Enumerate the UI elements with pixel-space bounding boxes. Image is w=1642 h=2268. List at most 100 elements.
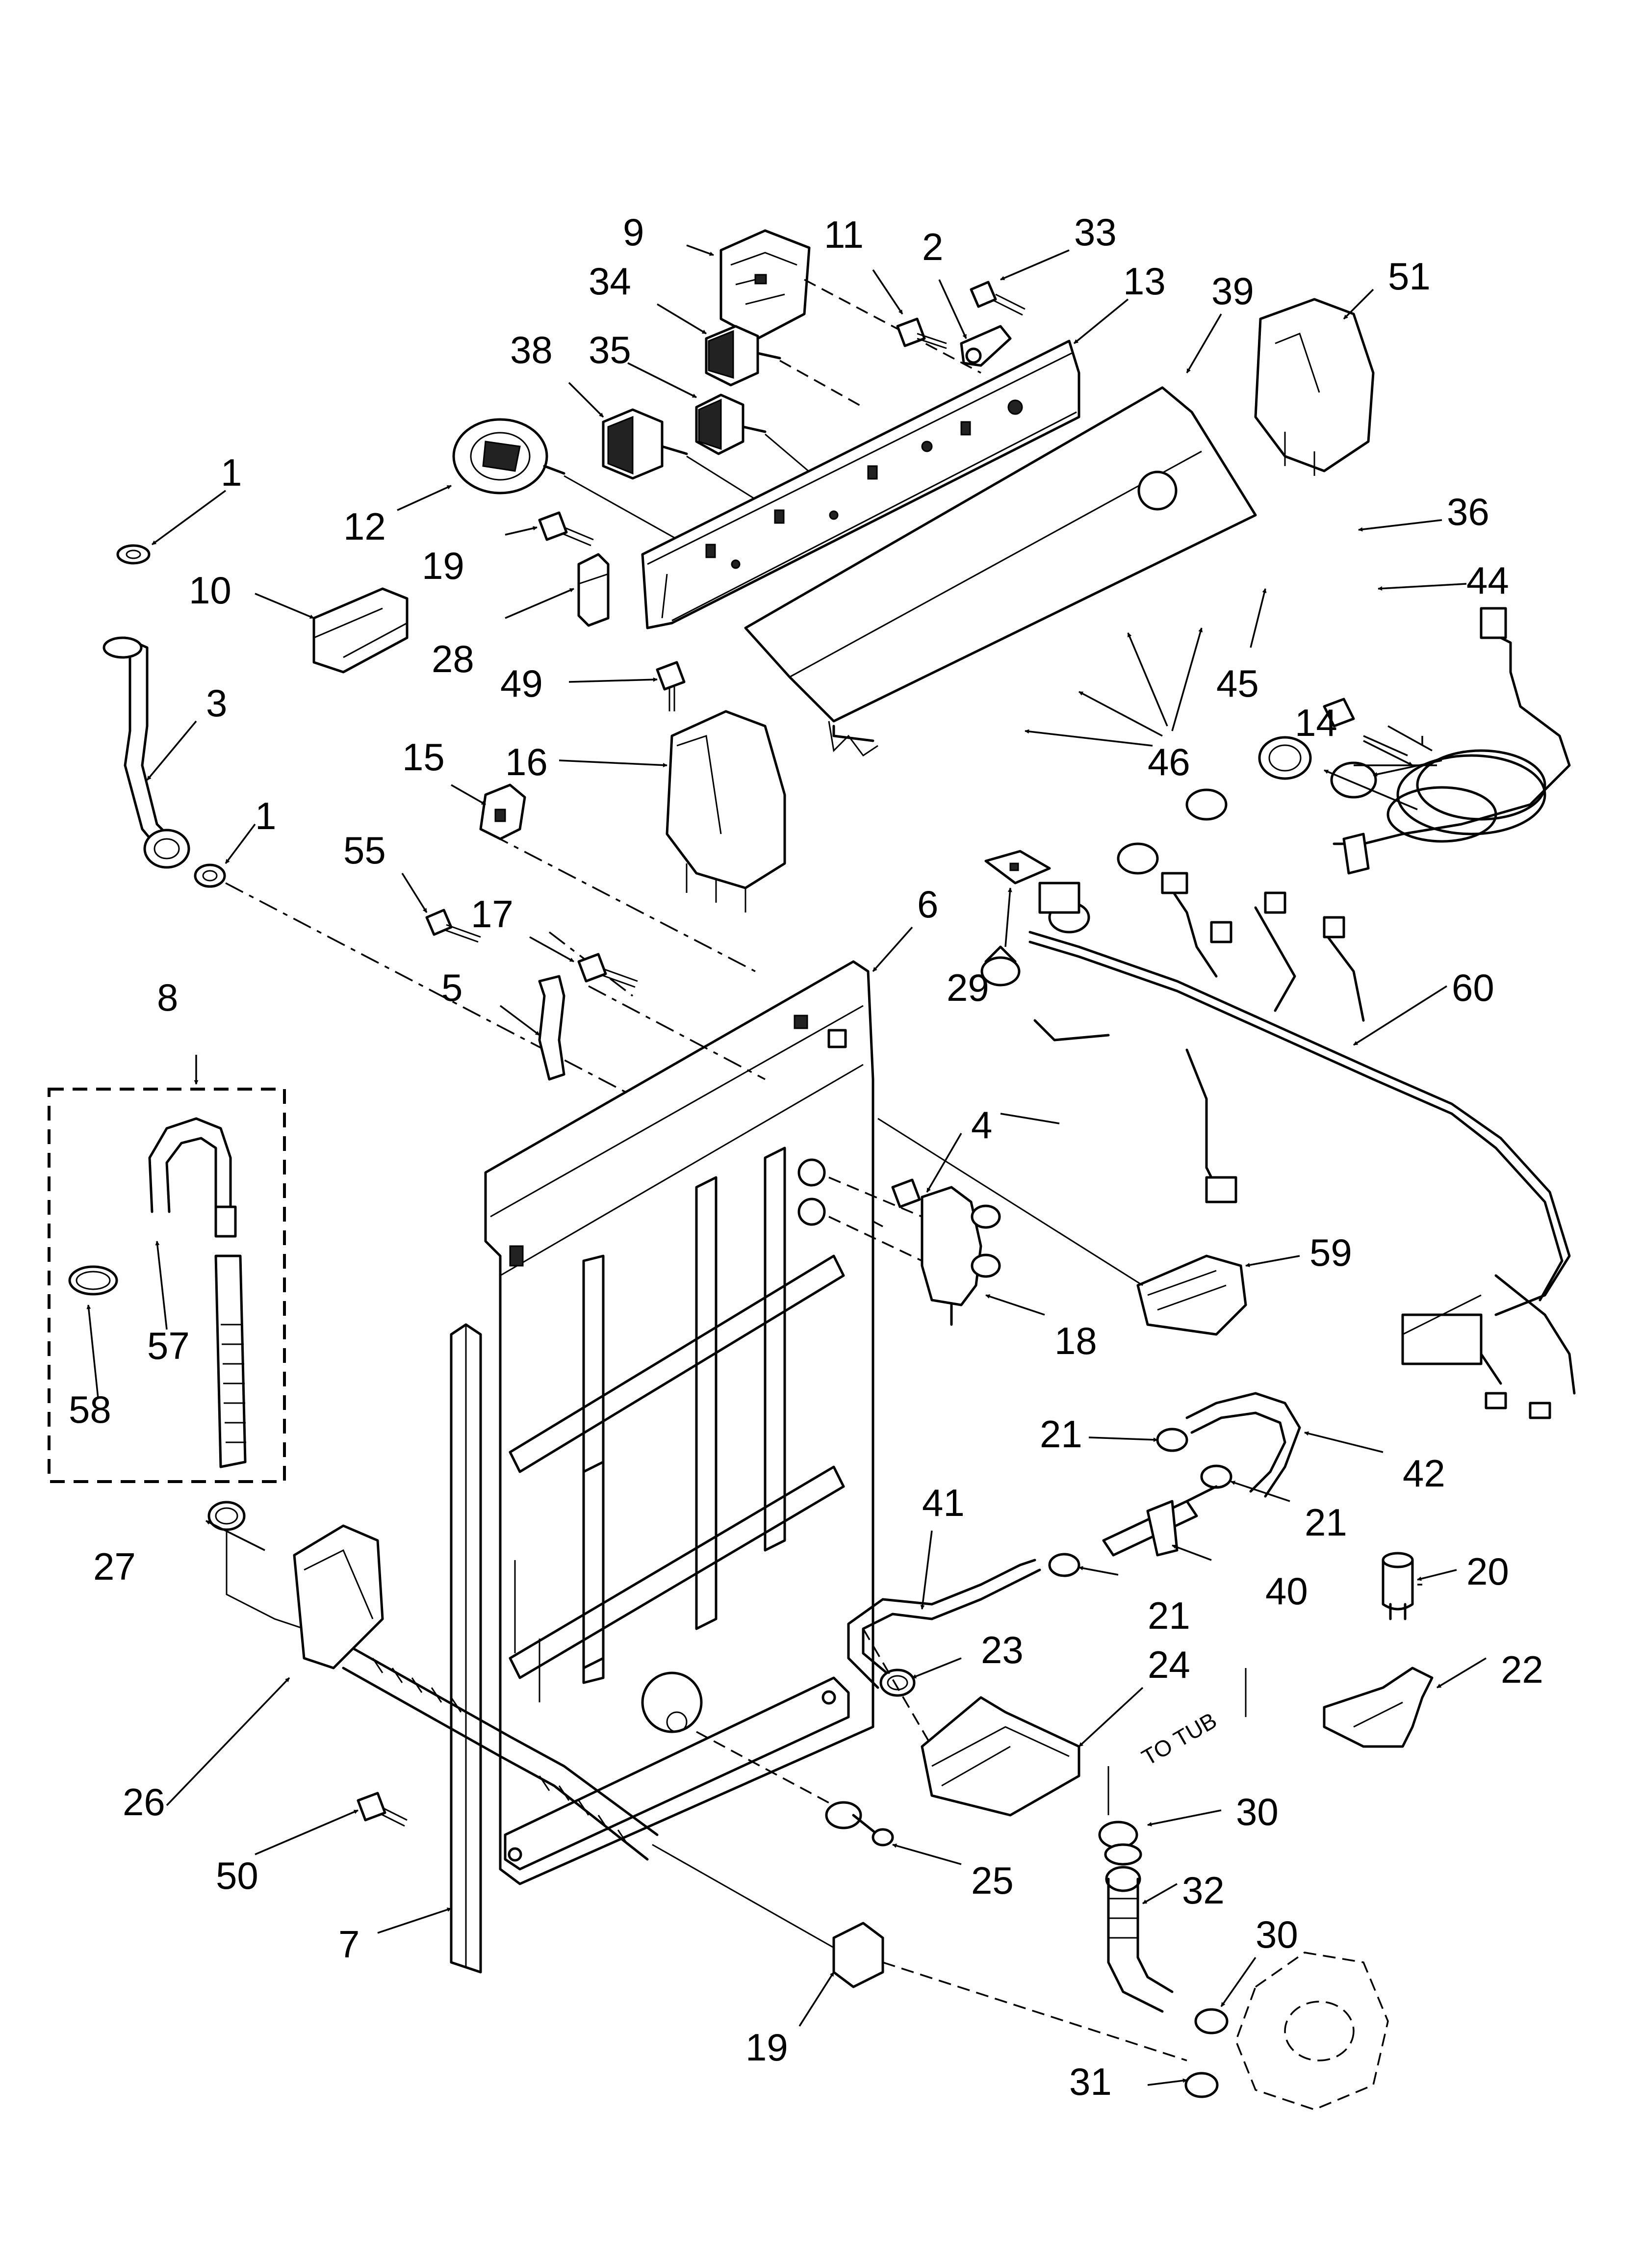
callout-26: 26: [123, 1780, 165, 1824]
bracket-59-part: [877, 1118, 1247, 1336]
callout-1b: 1: [255, 794, 276, 837]
bracket-22-part: [1323, 1667, 1434, 1748]
knob-46a-part: [980, 945, 1021, 987]
callout-29: 29: [947, 966, 989, 1009]
knob-46d-part: [1185, 788, 1228, 821]
knob-46c-part: [1117, 842, 1159, 875]
console-panel-39-part: [744, 386, 1257, 757]
knob-45-part: [1258, 736, 1312, 780]
pump-ball-part: [641, 1671, 834, 1806]
screw-19a-part: [538, 511, 594, 547]
callout-14: 14: [1295, 701, 1337, 744]
clamp-23-part: [879, 1668, 916, 1697]
screw-50-part: [357, 1792, 408, 1827]
callout-15: 15: [402, 735, 445, 779]
callout-10: 10: [189, 569, 231, 612]
drain-hose-32-part: TO TUB: [1098, 1668, 1247, 2013]
selector-12-part: [452, 418, 687, 546]
callout-46: 46: [1148, 740, 1190, 783]
washer-1a-part: [116, 544, 151, 565]
bracket-24-part: [862, 1628, 1080, 1817]
callout-labels: 9 11 2 33 13 39 51 34 35 38 1 12 19 10 2…: [69, 210, 1543, 2103]
callout-24: 24: [1148, 1643, 1190, 1686]
drain-hose-26-part: [293, 1524, 659, 1861]
callout-34: 34: [589, 260, 631, 303]
callout-21a: 21: [1040, 1412, 1082, 1456]
callout-21c: 21: [1148, 1594, 1190, 1637]
pump-outline-part: [1235, 1952, 1389, 2111]
callout-22: 22: [1501, 1648, 1543, 1691]
callout-60: 60: [1452, 966, 1494, 1009]
callout-28: 28: [432, 637, 474, 680]
callout-25: 25: [971, 1859, 1014, 1902]
callout-30a: 30: [1236, 1790, 1279, 1833]
capacitor-20-part: [1382, 1552, 1414, 1620]
hose-42-part: [1185, 1392, 1301, 1498]
switch-34-part: [705, 325, 864, 408]
end-cap-51-part: [1254, 298, 1375, 476]
callout-59: 59: [1309, 1231, 1352, 1274]
wiring-harness-60-part: [1028, 872, 1576, 1419]
callout-55: 55: [343, 829, 386, 872]
callout-9: 9: [623, 210, 644, 254]
side-rail-7-part: [450, 1323, 482, 1974]
callout-39: 39: [1211, 269, 1254, 313]
plug-25-part: [825, 1801, 894, 1847]
clip-29-part: [984, 850, 1051, 885]
timer-part: [719, 229, 981, 374]
callout-3: 3: [206, 681, 227, 725]
callout-4: 4: [971, 1103, 992, 1147]
clamp-21c-part: [1048, 1553, 1080, 1577]
callout-51: 51: [1388, 255, 1431, 298]
callout-19a: 19: [422, 544, 464, 587]
callout-11: 11: [824, 213, 864, 256]
callout-21b: 21: [1305, 1501, 1347, 1544]
callout-38: 38: [510, 328, 553, 371]
switch-38-part: [602, 408, 766, 506]
clamp-21b-part: [1200, 1464, 1232, 1489]
clip-2-part: [960, 325, 1012, 367]
clamp-58-part: [68, 1265, 118, 1296]
callout-58: 58: [69, 1388, 111, 1431]
inlet-valve-18-part: [828, 1176, 1001, 1326]
switch-35-part: [695, 393, 815, 477]
callout-49: 49: [500, 662, 543, 705]
bracket-28-part: [577, 553, 610, 627]
clamp-21a-part: [1156, 1428, 1188, 1452]
clip-15-part: [479, 783, 526, 840]
clamp-30a-part: [1104, 1843, 1142, 1866]
console-bracket-13-part: [641, 339, 1080, 629]
callout-31: 31: [1069, 2060, 1112, 2103]
callout-16: 16: [505, 740, 548, 783]
callout-2: 2: [922, 225, 943, 268]
washer-1b-part: [194, 863, 226, 888]
callout-20: 20: [1466, 1550, 1509, 1593]
screw-11-part: [896, 317, 947, 349]
callout-36: 36: [1447, 490, 1489, 533]
callout-41: 41: [922, 1481, 965, 1524]
callout-19b: 19: [745, 2026, 788, 2069]
screw-4-part: [891, 1178, 921, 1208]
callout-5: 5: [441, 966, 462, 1009]
tee-40-part: [1102, 1485, 1218, 1557]
callout-44: 44: [1466, 559, 1509, 602]
callout-7: 7: [338, 1923, 359, 1966]
fill-hose-3-part: [103, 636, 190, 869]
callout-35: 35: [589, 328, 631, 371]
to-tub-note: TO TUB: [1137, 1707, 1221, 1771]
callout-17: 17: [471, 892, 513, 936]
hose-41-part: [847, 1559, 1041, 1689]
callout-32: 32: [1182, 1869, 1225, 1912]
drain-hose-kit-8-group: [48, 1088, 286, 1483]
screw-33-part: [970, 281, 1026, 316]
callout-12: 12: [343, 505, 386, 548]
power-cord-14-part: [1333, 607, 1571, 875]
callout-33: 33: [1074, 210, 1117, 254]
screw-17-part: [577, 953, 638, 988]
callout-40: 40: [1265, 1569, 1308, 1613]
callout-23: 23: [981, 1628, 1024, 1671]
callout-8: 8: [157, 976, 178, 1019]
screw-55-part: [425, 909, 481, 943]
clip-19b-part: [652, 1844, 1187, 2061]
